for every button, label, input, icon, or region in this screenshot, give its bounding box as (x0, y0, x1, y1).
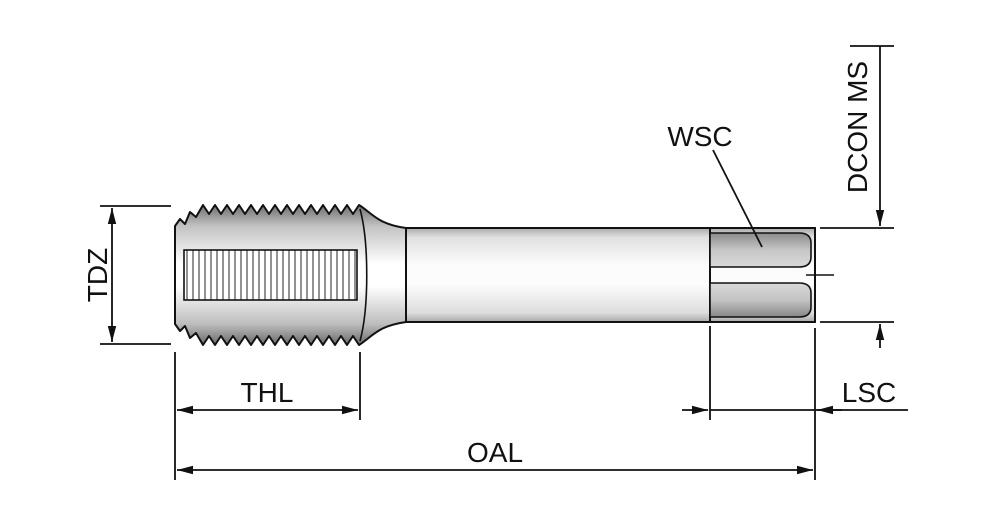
square-drive-section (709, 229, 834, 321)
label-thl: THL (241, 377, 294, 408)
thread-core-band (183, 249, 358, 301)
thread-runout-line (359, 208, 368, 342)
label-oal: OAL (467, 437, 523, 468)
label-wsc: WSC (667, 121, 732, 152)
dimension-tdz (100, 205, 171, 345)
label-lsc: LSC (842, 377, 896, 408)
wsc-leader-line (712, 149, 763, 248)
dimension-dcon (820, 45, 894, 348)
dimension-lsc (682, 326, 908, 420)
square-flat-top (709, 232, 812, 268)
dimension-oal (174, 328, 816, 480)
tap-drawing (174, 204, 834, 346)
dimension-thl (177, 352, 361, 420)
label-tdz: TDZ (82, 248, 113, 302)
label-dcon-ms: DCON MS (842, 61, 873, 193)
square-flat-bottom (709, 282, 812, 318)
